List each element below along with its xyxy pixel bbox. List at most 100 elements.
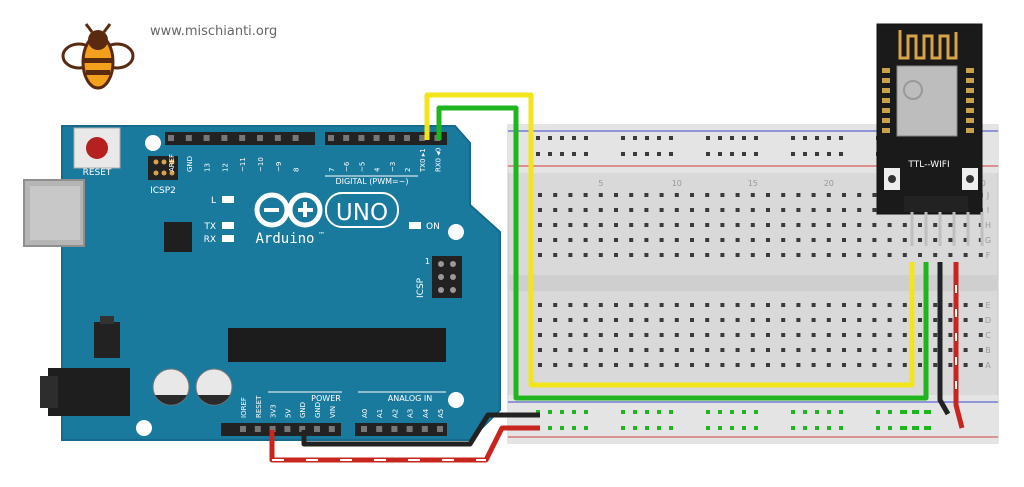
breadboard-hole [598, 223, 603, 227]
breadboard-hole [842, 363, 846, 367]
breadboard-hole [614, 303, 618, 307]
breadboard-hole [902, 253, 907, 257]
breadboard-hole [659, 318, 664, 322]
power-pin-label: VIN [329, 406, 337, 418]
breadboard-hole [735, 223, 740, 227]
breadboard-hole [872, 238, 877, 242]
breadboard-hole [598, 193, 603, 197]
rail-hole [791, 152, 795, 156]
breadboard-hole [553, 208, 558, 212]
breadboard-hole [538, 208, 542, 212]
breadboard-hole [690, 363, 694, 367]
power-pin-label: RESET [255, 395, 263, 418]
breadboard-hole [796, 348, 801, 352]
breadboard-row-letter: H [985, 221, 991, 230]
header-pin [404, 135, 410, 141]
rail-hole [815, 136, 819, 140]
breadboard-hole [902, 363, 907, 367]
breadboard-hole [872, 318, 877, 322]
breadboard-hole [811, 193, 816, 197]
header-pin [437, 426, 443, 432]
breadboard-hole [978, 333, 983, 337]
breadboard-hole [796, 223, 801, 227]
power-label: POWER [311, 394, 341, 403]
rail-hole [669, 410, 673, 414]
breadboard-hole [674, 318, 679, 322]
breadboard-hole [750, 238, 755, 242]
led-rx [222, 235, 234, 242]
module-pin [910, 212, 914, 246]
rail-hole [621, 136, 625, 140]
breadboard-hole [766, 363, 770, 367]
breadboard-hole [766, 208, 770, 212]
rail-hole [839, 410, 843, 414]
breadboard-hole [568, 223, 573, 227]
analog-pin-label: A0 [361, 409, 369, 418]
module-pad [882, 98, 890, 103]
breadboard-hole [963, 333, 968, 337]
breadboard-hole [902, 333, 907, 337]
header-pin [361, 426, 367, 432]
breadboard-hole [750, 333, 755, 337]
breadboard-hole [705, 363, 710, 367]
breadboard-hole [842, 348, 846, 352]
module-pad [966, 68, 974, 73]
rail-hole [815, 426, 819, 430]
header-pin [168, 135, 174, 141]
breadboard-hole [553, 238, 558, 242]
breadboard-hole [735, 208, 740, 212]
breadboard-hole [629, 318, 634, 322]
breadboard-hole [781, 223, 786, 227]
breadboard-hole [705, 238, 710, 242]
arduino-infinity-logo [254, 192, 323, 228]
breadboard-hole [705, 193, 710, 197]
breadboard-hole [659, 208, 664, 212]
bee-logo [61, 23, 135, 90]
breadboard-hole [720, 348, 725, 352]
breadboard-hole [796, 318, 801, 322]
breadboard-hole [796, 253, 801, 257]
breadboard-hole [614, 193, 618, 197]
digital-pin-label: 2 [404, 168, 412, 172]
breadboard-hole [750, 193, 755, 197]
breadboard-hole [781, 318, 786, 322]
breadboard-hole [842, 333, 846, 337]
led-l [222, 196, 234, 203]
rail-hole [900, 426, 904, 430]
breadboard-hole [629, 303, 634, 307]
rail-hole [730, 426, 734, 430]
breadboard-hole [826, 348, 831, 352]
breadboard-hole [826, 238, 831, 242]
rail-hole [827, 136, 831, 140]
breadboard-row-letter: A [985, 361, 991, 370]
module-pad [966, 118, 974, 123]
header-pin [269, 426, 276, 432]
header-pin [314, 426, 320, 432]
breadboard-hole [842, 318, 846, 322]
module-pad [882, 78, 890, 83]
breadboard-hole [781, 348, 786, 352]
breadboard-hole [644, 208, 649, 212]
breadboard-hole [948, 318, 953, 322]
breadboard-hole [629, 348, 634, 352]
breadboard-hole [568, 318, 573, 322]
header-pin [358, 135, 365, 141]
header-pin [274, 135, 281, 141]
rail-hole [791, 136, 795, 140]
breadboard-hole [918, 253, 922, 257]
breadboard-row-letter: F [986, 251, 991, 260]
breadboard-hole [826, 303, 831, 307]
wire-green [436, 105, 929, 401]
breadboard-row-letter: J [986, 191, 989, 200]
breadboard-hole [781, 303, 786, 307]
breadboard-hole [857, 318, 862, 322]
led-rx-label: RX [204, 235, 216, 245]
rail-hole [645, 426, 649, 430]
reset-label: RESET [83, 168, 112, 178]
breadboard-hole [705, 348, 710, 352]
breadboard-hole [659, 363, 664, 367]
breadboard-hole [629, 253, 634, 257]
digital-pin-label: 4 [374, 167, 382, 172]
arduino-brand: Arduino [255, 231, 314, 247]
